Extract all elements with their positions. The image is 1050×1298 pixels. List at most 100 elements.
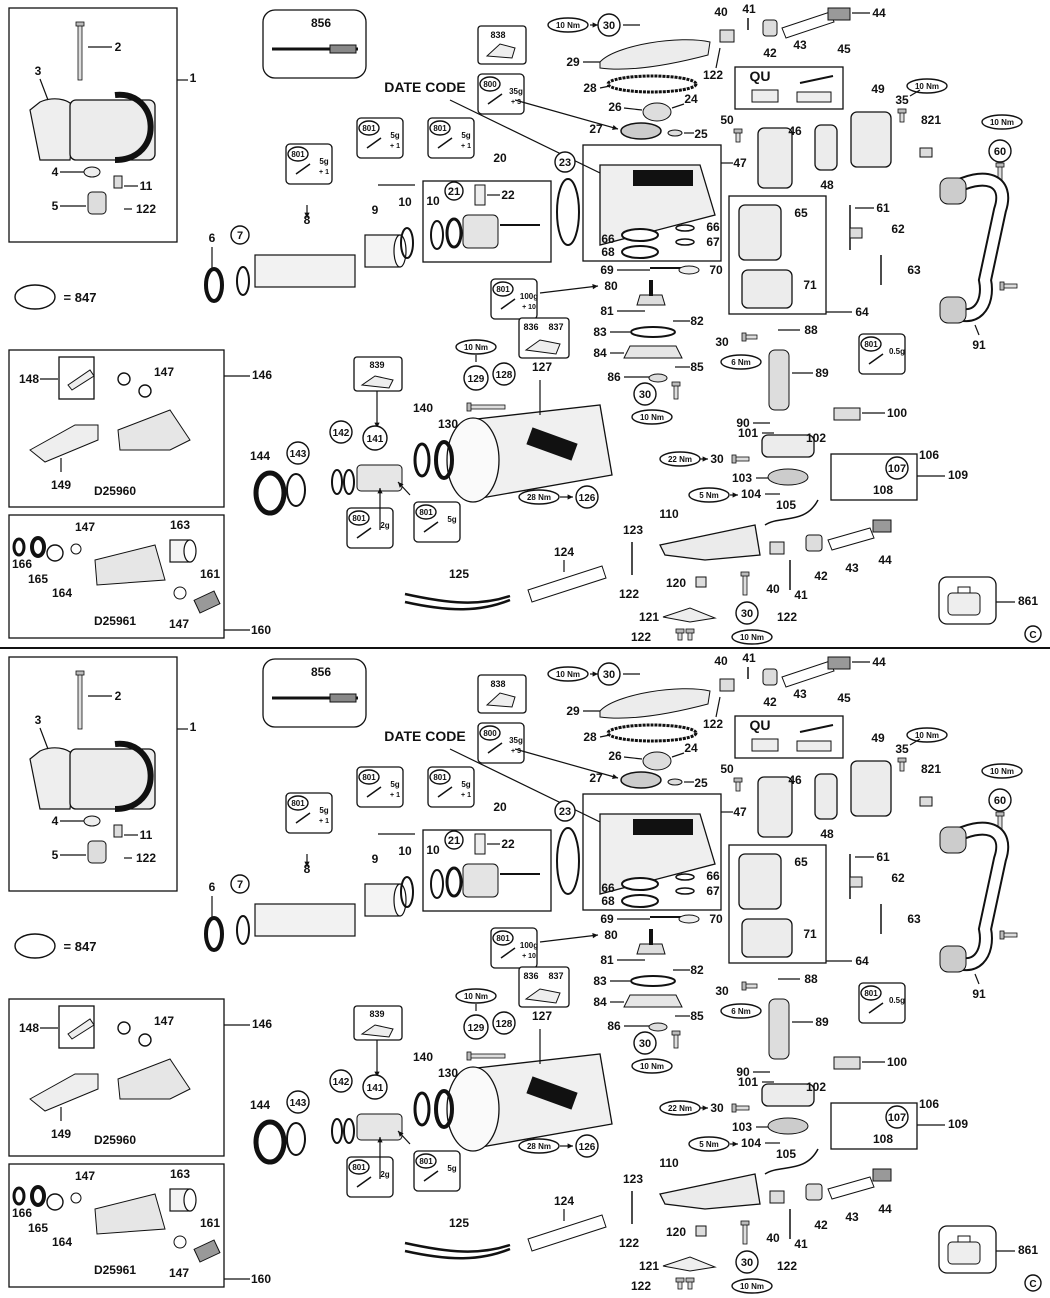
leader-line — [599, 734, 611, 738]
part-number-label: 66 — [706, 869, 720, 883]
group-box-861 — [938, 1225, 997, 1274]
leader-line — [423, 1170, 439, 1182]
torque-callout-oval — [455, 988, 497, 1004]
clamp-flange-shape — [117, 409, 191, 451]
o-ring-shape — [675, 873, 695, 881]
screw-shape — [1002, 932, 1018, 938]
part-number-label: 8 — [304, 862, 311, 876]
field-coil-shape — [741, 918, 793, 958]
screw-head — [675, 628, 685, 634]
part-number-label: 122 — [136, 851, 156, 865]
spindle-shape — [356, 1113, 403, 1141]
part-number-label: 48 — [820, 178, 834, 192]
part-number-label: 838 — [490, 679, 505, 689]
torque-callout-oval — [981, 763, 1023, 779]
part-number-label: 142 — [333, 428, 350, 439]
leader-line — [909, 738, 921, 746]
grease-code-label: 801 — [864, 340, 878, 349]
o-ring-shape — [556, 178, 580, 246]
screw-head — [685, 628, 695, 634]
leader-line — [356, 1176, 372, 1188]
part-number-label: 68 — [601, 894, 615, 908]
grease-amount-label: 5g — [447, 515, 456, 524]
screw-shape — [673, 1033, 679, 1049]
grip-pad-shape — [939, 945, 967, 973]
screw-shape — [735, 131, 741, 143]
arrowhead — [612, 774, 618, 780]
part-number-label: 837 — [548, 971, 563, 981]
part-number-label: 40 — [714, 5, 728, 19]
part-shape — [485, 692, 516, 708]
arrowhead — [567, 1143, 573, 1149]
part-number-label: 130 — [438, 417, 458, 431]
spring-shape — [872, 519, 892, 533]
part-number-label: 126 — [579, 493, 596, 504]
grease-amount-label: 0.5g — [889, 347, 905, 356]
part-number-label: 5 — [52, 848, 59, 862]
leader-line — [366, 137, 382, 149]
knob-shape — [87, 840, 107, 864]
callout-circle — [575, 485, 599, 509]
screw-shape — [77, 673, 83, 730]
torque-value-label: 6 Nm — [731, 1007, 751, 1016]
part-number-label: 20 — [493, 151, 507, 165]
grease-code-oval — [358, 120, 380, 136]
qu-label: QU — [750, 717, 771, 733]
callout-circle — [362, 425, 388, 451]
screw-shape — [734, 1105, 750, 1111]
part-number-label: 1 — [190, 720, 197, 734]
part-number-label: 109 — [948, 468, 968, 482]
side-handle-inner — [947, 174, 1007, 321]
part-shape — [485, 43, 516, 59]
motor-plate-shape — [761, 434, 815, 458]
part-number-label: 21 — [448, 186, 460, 198]
o-ring-shape — [430, 869, 444, 899]
screw-shape — [469, 1053, 506, 1059]
part-number-label: 856 — [311, 16, 331, 30]
arrowhead — [612, 125, 618, 131]
leader-line — [974, 324, 980, 336]
screw-head — [897, 108, 907, 114]
callout-circle — [633, 382, 657, 406]
callout-circle — [554, 151, 576, 173]
part-number-label: 3 — [35, 64, 42, 78]
grease-extra-label: + 1 — [390, 792, 400, 799]
o-ring-shape — [30, 536, 46, 558]
part-shape — [805, 1183, 823, 1201]
screw-head — [999, 930, 1005, 940]
cable-shape — [404, 1247, 511, 1260]
part-number-label: 143 — [290, 449, 307, 460]
cylinder-end — [393, 883, 407, 917]
part-shape — [796, 91, 832, 103]
part-shape — [695, 576, 707, 588]
part-number-label: 67 — [706, 884, 720, 898]
part-number-label: 101 — [738, 426, 758, 440]
washer-shape — [70, 543, 82, 555]
grease-code-label: 801 — [291, 799, 305, 808]
part-number-label: 101 — [738, 1075, 758, 1089]
o-ring-shape — [413, 1091, 431, 1127]
part-number-label: 161 — [200, 1216, 220, 1230]
grease-code-label: 801 — [352, 514, 366, 523]
screw-shape — [735, 780, 741, 792]
lever-shape — [29, 424, 99, 463]
part-number-label: 30 — [741, 608, 753, 620]
cable-shape — [404, 592, 511, 604]
screw-head — [671, 1030, 681, 1036]
washer-shape — [678, 914, 700, 924]
torque-value-label: 10 Nm — [556, 21, 580, 30]
grease-code-oval — [479, 76, 501, 92]
arrowhead — [592, 284, 598, 290]
arrowhead — [702, 456, 708, 462]
torque-callout-oval — [731, 629, 773, 645]
part-number-label: 84 — [593, 995, 607, 1009]
part-number-label: 80 — [604, 928, 618, 942]
part-shape — [751, 738, 779, 752]
o-ring-shape — [253, 470, 287, 516]
torque-value-label: 28 Nm — [527, 493, 551, 502]
part-number-label: 2 — [115, 689, 122, 703]
callout-circle — [492, 1011, 516, 1035]
side-handle-inner — [947, 823, 1007, 970]
part-number-label: 64 — [855, 305, 869, 319]
screw-shape — [742, 574, 748, 596]
